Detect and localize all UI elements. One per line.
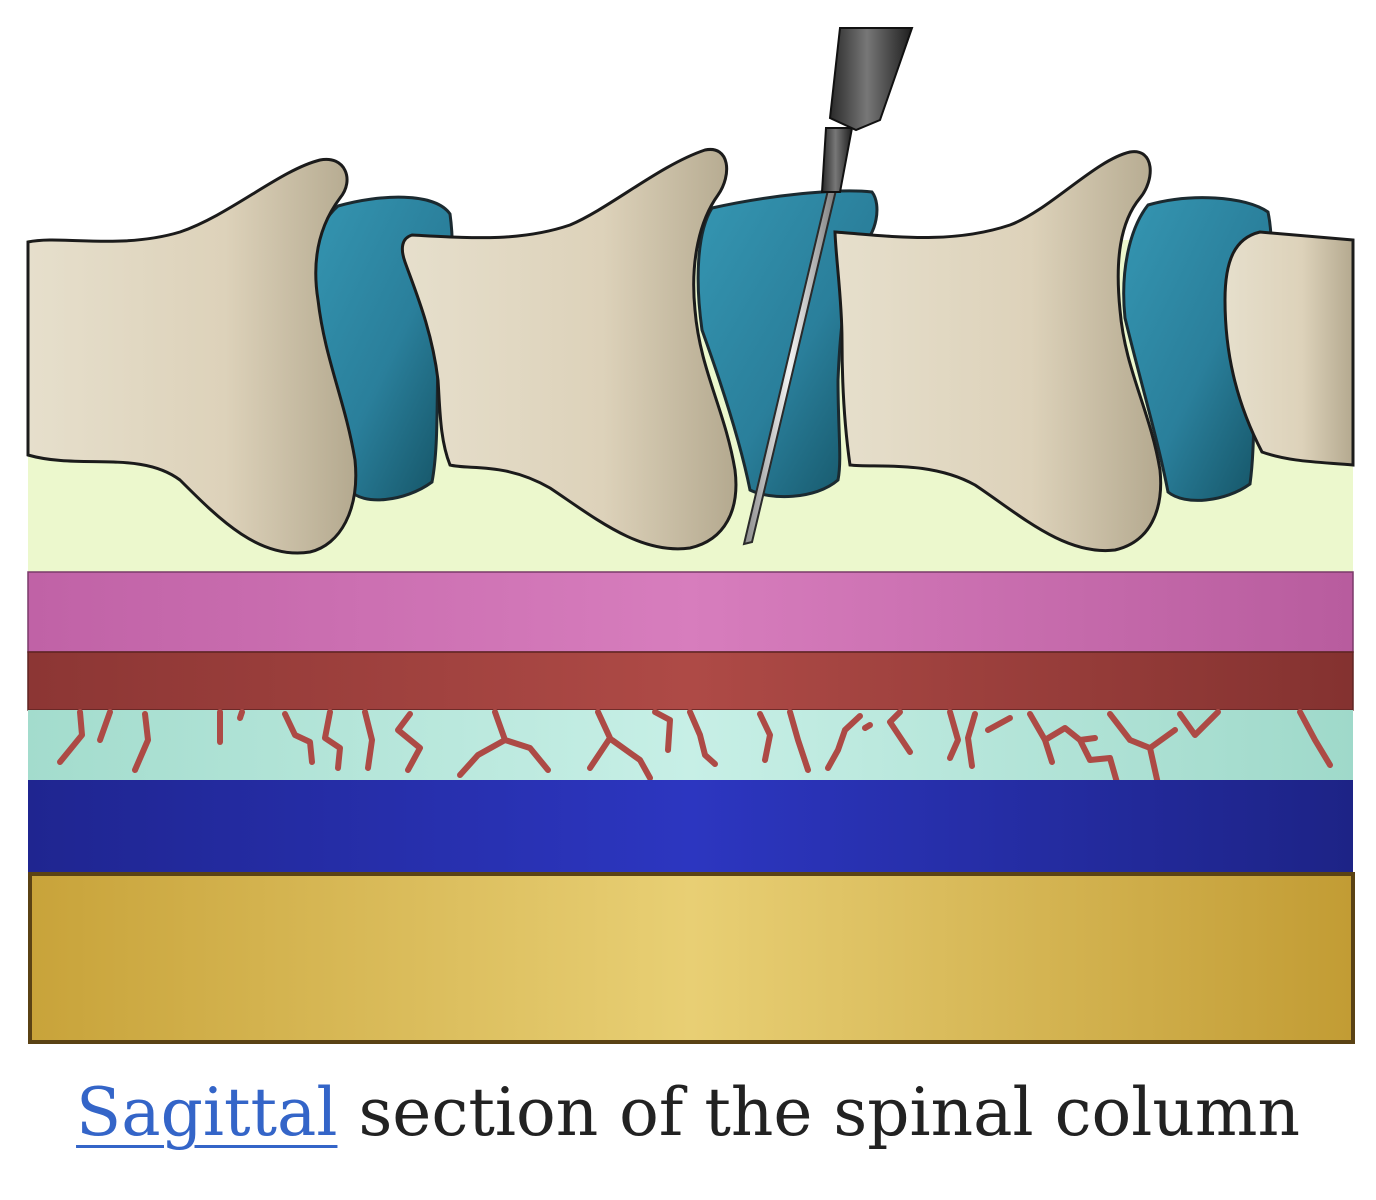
vertebra-2 <box>400 148 738 551</box>
spinal-column-diagram <box>26 27 1355 1044</box>
red-layer <box>27 651 1354 711</box>
sagittal-link[interactable]: Sagittal <box>76 1074 338 1151</box>
pink-layer <box>27 571 1354 653</box>
needle <box>742 27 914 546</box>
gold-layer <box>28 872 1355 1044</box>
vertebra-3 <box>833 150 1163 553</box>
needle-hub <box>828 27 914 132</box>
vertebra-4-partial <box>1223 230 1355 467</box>
caption-text: section of the spinal column <box>358 1074 1300 1151</box>
vertebra-1 <box>26 157 358 555</box>
intervertebral-disc-2 <box>696 189 879 499</box>
blue-layer <box>28 780 1353 872</box>
blood-vessels <box>57 709 1333 789</box>
teal-layer <box>28 710 1353 780</box>
needle-collar <box>820 127 854 193</box>
figure-caption: Sagittal section of the spinal column <box>0 1058 1376 1168</box>
